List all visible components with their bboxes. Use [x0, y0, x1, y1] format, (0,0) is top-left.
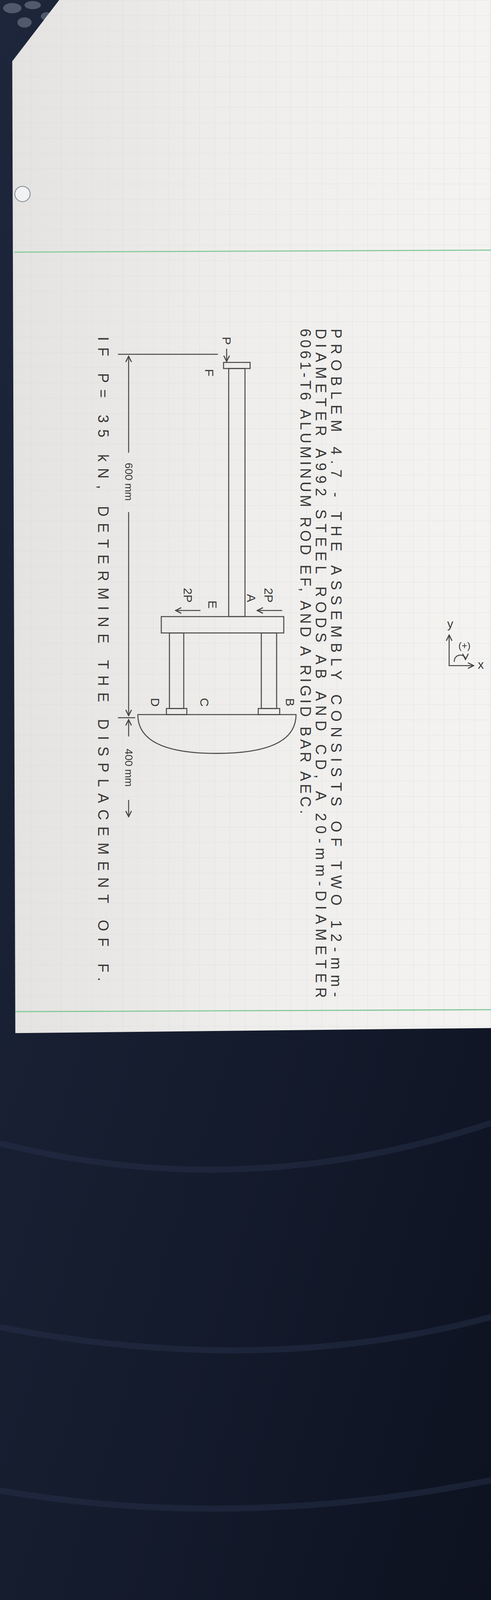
- axis-label: x: [477, 658, 484, 672]
- flower-petal: [3, 3, 22, 14]
- extension-line: [118, 717, 135, 719]
- point-label: D: [148, 697, 162, 707]
- problem-statement: PROBLEM 4.7 - THE ASSEMBLY CONSISTS OF T…: [328, 328, 344, 1003]
- axis-arrow: [448, 634, 450, 666]
- dimension-label: 400 mm: [123, 748, 135, 787]
- question-text: IF P= 35 kN, DETERMINE THE DISPLACEMENT …: [95, 336, 111, 988]
- rod-cd: [169, 632, 184, 709]
- sign-label: (+): [458, 639, 471, 651]
- problem-statement: DIAMETER A992 STEEL RODS AB AND CD, A 20…: [312, 328, 329, 1003]
- axis-arrow: [449, 665, 474, 667]
- rod-ef: [228, 368, 245, 617]
- point-label: F: [202, 369, 216, 377]
- flower-petal: [17, 17, 32, 28]
- load-label: 2P: [262, 587, 275, 603]
- binder-hole: [14, 186, 31, 202]
- dimension-line: [127, 719, 130, 736]
- rod-ab: [261, 632, 277, 709]
- end-cap: [223, 362, 251, 369]
- dimension-line: [127, 800, 130, 817]
- fixed-support: [137, 714, 296, 754]
- grid-lines: [0, 0, 491, 1033]
- point-label: B: [283, 698, 297, 707]
- load-arrow: [226, 349, 228, 362]
- problem-statement: 6061-T6 ALUMINUM ROD EF, AND A RIGID BAR…: [297, 328, 313, 817]
- rod-pin: [258, 708, 280, 715]
- dimension-line: [127, 356, 130, 453]
- axis-label: y: [446, 617, 454, 631]
- point-label: A: [244, 593, 258, 603]
- dimension-line: [127, 512, 130, 716]
- margin-line: [15, 1009, 491, 1012]
- rigid-bar: [161, 616, 284, 633]
- dimension-label: 600 mm: [123, 462, 135, 501]
- point-label: E: [205, 600, 219, 609]
- load-arrow: [175, 609, 201, 611]
- point-label: C: [197, 697, 211, 707]
- flower-petal: [24, 1, 41, 10]
- rod-pin: [166, 708, 187, 715]
- extension-line: [118, 353, 218, 355]
- fabric-fold: [0, 1122, 491, 1509]
- rotation-arrow: [454, 654, 466, 662]
- figure: [118, 349, 474, 817]
- load-label: 2P: [181, 587, 195, 603]
- margin-line: [14, 249, 491, 252]
- load-arrow: [257, 609, 282, 611]
- load-label: P: [220, 336, 233, 345]
